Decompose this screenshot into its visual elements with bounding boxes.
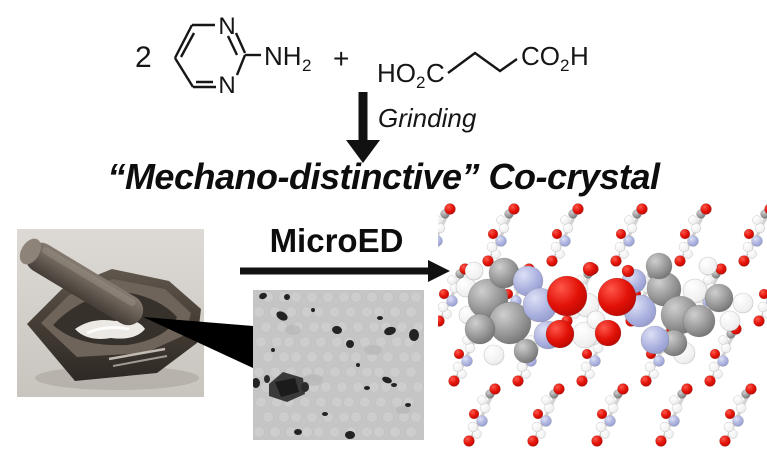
lattice-molecule	[463, 383, 501, 447]
lattice-molecule	[674, 203, 712, 267]
lattice-molecule	[482, 203, 520, 267]
ring-nitrogen-top-label: N	[218, 13, 235, 40]
pestle	[19, 238, 144, 326]
lattice-molecule	[655, 383, 693, 447]
mortar-pestle-photo	[17, 229, 204, 397]
acid-right-subscript: 2	[560, 56, 569, 75]
lattice-molecule	[738, 204, 767, 267]
acid-left-carbon: C	[426, 58, 445, 88]
amine-label: NH	[264, 41, 302, 71]
lattice-molecule	[719, 383, 757, 447]
lattice-molecule	[753, 288, 767, 327]
aminopyrimidine-structure	[173, 23, 261, 89]
lattice-molecule	[591, 383, 629, 447]
acid-right-hydrogen: H	[570, 41, 589, 71]
cocrystal-title: “Mechano-distinctive” Co-crystal	[107, 156, 660, 197]
crystal-structure	[438, 203, 767, 447]
microed-arrow-icon	[240, 260, 450, 282]
acid-left-label: HO	[377, 58, 416, 88]
acid-right-label: CO	[521, 41, 560, 71]
central-cocrystal-spacefill-model	[455, 252, 754, 366]
bowl-reflection-2	[112, 355, 168, 367]
succinic-acid-backbone	[447, 51, 518, 74]
lattice-molecule	[438, 203, 456, 247]
reaction-scheme: 2 N N NH 2 + HO 2 C CO 2 H	[135, 13, 589, 99]
bowl-reflection	[108, 347, 166, 361]
acid-left-subscript: 2	[416, 73, 425, 92]
microed-label: MicroED	[269, 222, 404, 259]
microcrystal-particles	[253, 292, 419, 439]
ring-nitrogen-bottom-label: N	[218, 72, 235, 99]
lattice-molecule	[610, 203, 648, 267]
holey-carbon-pattern	[253, 291, 424, 438]
grinding-label: Grinding	[378, 103, 477, 133]
tem-micrograph	[253, 290, 424, 440]
grinding-arrow-icon	[346, 92, 380, 163]
lattice-molecule	[527, 383, 565, 447]
lattice-molecule	[546, 203, 584, 267]
amine-subscript: 2	[302, 56, 311, 75]
stoichiometry-coefficient: 2	[135, 41, 152, 74]
plus-sign: +	[333, 43, 349, 74]
magnification-wedge	[143, 317, 253, 368]
